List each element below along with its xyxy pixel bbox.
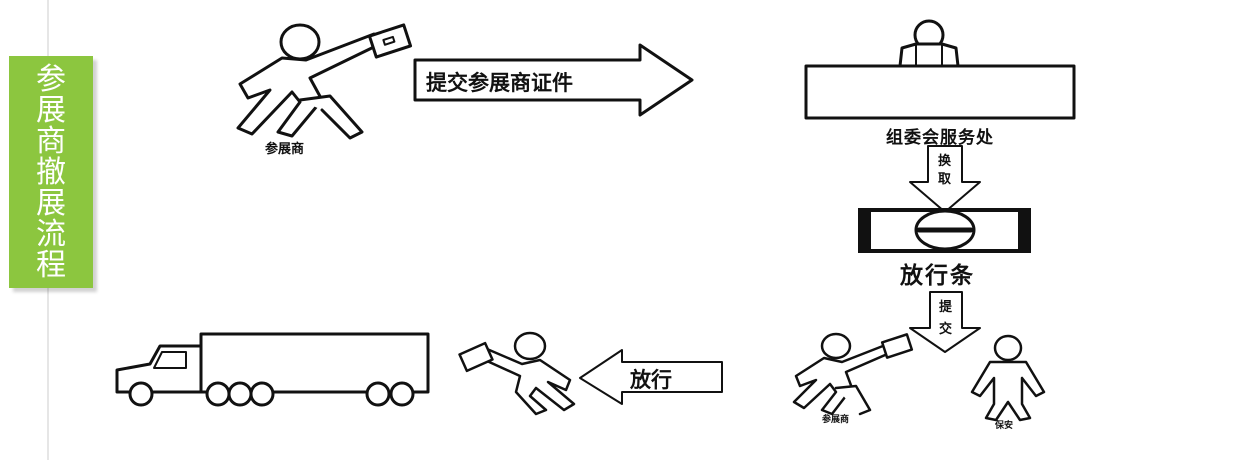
exhibitor-label-top: 参展商 (265, 142, 305, 157)
guard-label: 保安 (995, 421, 1014, 431)
release-slip-label: 放行条 (900, 263, 975, 289)
sidebar-char: 商 (36, 124, 66, 159)
exchange-arrow (909, 145, 981, 213)
sidebar-title: 参 展 商 撤 展 流 程 (9, 64, 93, 281)
exhibitor-figure-top (236, 23, 413, 140)
exchange-char: 换 (938, 154, 952, 169)
body-shape (236, 32, 382, 138)
release-arrow (579, 349, 723, 405)
service-desk-label: 组委会服务处 (886, 128, 994, 148)
staff-shoulders (898, 42, 960, 68)
sidebar-char: 展 (36, 186, 66, 221)
document-icon (880, 333, 914, 359)
submit-credentials-label: 提交参展商证件 (426, 71, 573, 95)
document-mark (382, 35, 396, 46)
exchange-char: 取 (938, 172, 952, 187)
truck-wheel (365, 381, 391, 407)
truck-wheel (205, 381, 231, 407)
service-staff-figure (898, 19, 960, 68)
exhibitor-label-bottom: 参展商 (822, 415, 850, 425)
release-arrow-label: 放行 (630, 368, 672, 392)
leg-shape (298, 94, 364, 140)
truck-wheel (389, 381, 415, 407)
body-shape (792, 342, 894, 416)
service-desk-box (804, 64, 1076, 120)
truck-icon (115, 332, 430, 407)
exhibitor-figure-bottom (792, 332, 914, 416)
submit-char: 交 (939, 322, 953, 337)
truck-window (153, 351, 187, 369)
document-icon (458, 341, 494, 373)
sidebar-title-block: 参 展 商 撤 展 流 程 (9, 56, 93, 288)
sidebar-char: 撤 (36, 155, 66, 190)
truck-wheel (249, 381, 275, 407)
guard-figure (970, 334, 1046, 422)
submit-char: 提 (939, 300, 953, 315)
document-icon (367, 23, 413, 59)
exhibitor-figure-leaving (458, 331, 576, 416)
truck-wheel (227, 381, 253, 407)
sidebar-char: 参 (36, 62, 66, 97)
sidebar-char: 程 (36, 248, 66, 283)
sidebar-char: 流 (36, 217, 66, 252)
submit-down-arrow (909, 291, 981, 353)
head-shape (279, 23, 321, 61)
leg-shape (834, 384, 872, 416)
head-shape (993, 334, 1023, 362)
truck-wheel (128, 381, 154, 407)
head-shape (513, 331, 547, 361)
body-shape (970, 360, 1046, 422)
sidebar-char: 展 (36, 93, 66, 128)
submit-credentials-arrow (413, 43, 694, 117)
head-shape (820, 332, 852, 360)
